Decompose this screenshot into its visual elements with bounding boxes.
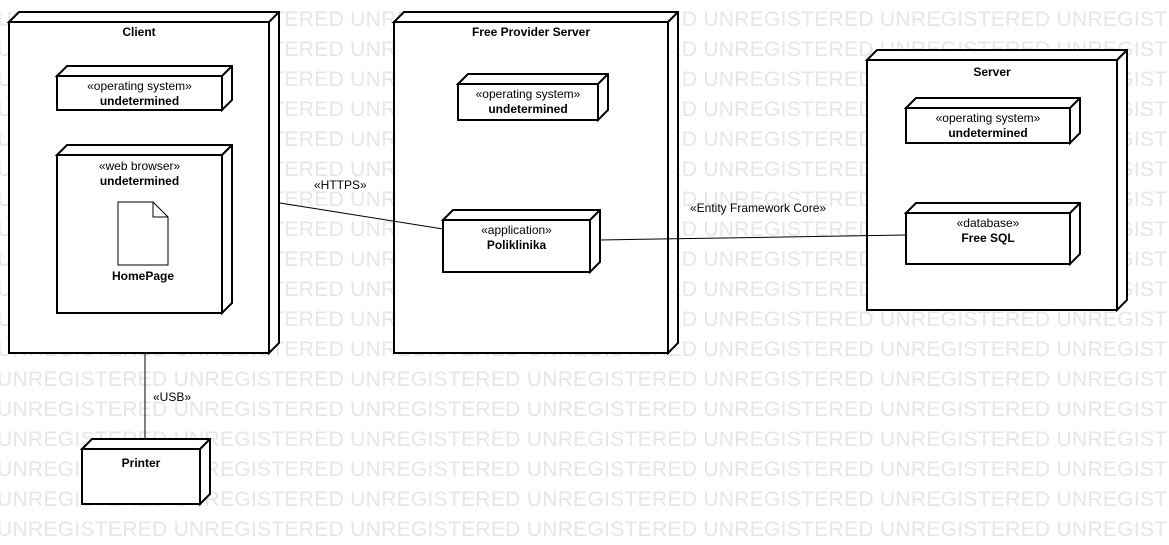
client-os-name: undetermined — [99, 94, 180, 108]
web-browser-stereotype: «web browser» — [98, 159, 181, 173]
application-stereotype: «application» — [481, 223, 552, 237]
server-os-node[interactable] — [903, 97, 1081, 146]
server-title: Server — [973, 65, 1011, 79]
entity-framework-connection[interactable] — [599, 234, 907, 241]
client-os-node[interactable] — [54, 65, 233, 113]
provider-server-title: Free Provider Server — [471, 25, 591, 39]
document-icon — [117, 201, 169, 266]
https-connection-label: «HTTPS» — [314, 178, 367, 192]
server-node[interactable] — [864, 49, 1128, 313]
entity-framework-connection-label: «Entity Framework Core» — [690, 201, 827, 215]
provider-os-stereotype: «operating system» — [475, 87, 581, 101]
server-os-stereotype: «operating system» — [935, 111, 1041, 125]
client-title: Client — [122, 25, 156, 39]
server-os-name: undetermined — [948, 126, 1028, 140]
database-stereotype: «database» — [956, 216, 1020, 230]
printer-node[interactable] — [79, 438, 211, 507]
provider-server-node[interactable] — [391, 11, 679, 356]
provider-os-name: undetermined — [488, 102, 568, 116]
homepage-artifact-label: HomePage — [111, 269, 175, 283]
application-name: Poliklinika — [486, 238, 547, 252]
web-browser-name: undetermined — [99, 174, 180, 188]
client-os-stereotype: «operating system» — [87, 79, 192, 93]
database-name: Free SQL — [961, 231, 1015, 245]
application-node[interactable] — [440, 209, 601, 275]
database-node[interactable] — [903, 202, 1081, 267]
usb-connection-label: «USB» — [153, 390, 192, 404]
provider-os-node[interactable] — [455, 73, 609, 123]
https-connection[interactable] — [279, 202, 444, 230]
printer-title: Printer — [121, 456, 161, 470]
